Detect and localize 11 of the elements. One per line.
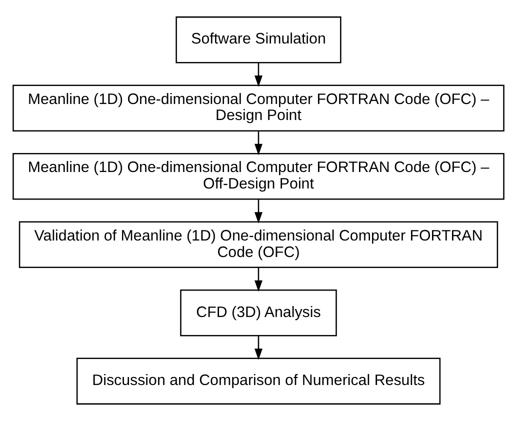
node-box: Validation of Meanline (1D) One-dimensional Computer FORTRAN Code (OFC) xyxy=(18,221,498,268)
arrow xyxy=(254,336,262,360)
arrow xyxy=(254,130,262,156)
arrow xyxy=(254,62,262,87)
arrow xyxy=(254,199,262,224)
node-box: Discussion and Comparison of Numerical Results xyxy=(76,358,441,405)
node-box: Meanline (1D) One-dimensional Computer FORTRAN Code (OFC) – Design Point xyxy=(12,84,504,132)
node-box: CFD (3D) Analysis xyxy=(180,290,337,336)
node-box: Software Simulation xyxy=(176,16,342,64)
arrow xyxy=(254,267,262,292)
node-box: Meanline (1D) One-dimensional Computer FORTRAN Code (OFC) – Off-Design Point xyxy=(12,152,504,200)
